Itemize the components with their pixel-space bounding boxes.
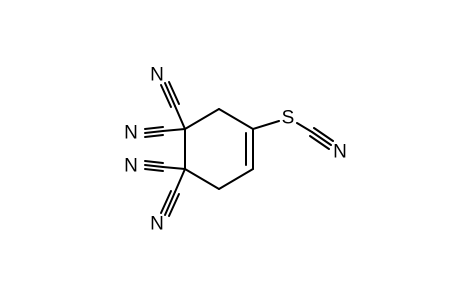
bond-cn1-triple-b	[160, 84, 172, 108]
nitrile-bonds	[144, 81, 186, 217]
bond-scn-triple-a	[311, 131, 332, 146]
bond-c1-cn2	[162, 128, 186, 132]
bond-s-c	[296, 122, 313, 133]
atom-label-n1: N	[150, 65, 164, 86]
bond-scn-triple-c	[309, 135, 330, 150]
atom-label-sulfur: S	[282, 108, 295, 129]
bond-cn2-triple-c	[144, 134, 164, 138]
bond-cn4-triple-a	[164, 191, 176, 216]
bond-c2-c3	[218, 108, 254, 130]
bond-c4-c5	[218, 168, 254, 190]
bond-cn2-triple-b	[144, 126, 164, 130]
bond-c3-s	[252, 120, 280, 130]
atom-label-n3: N	[124, 156, 138, 177]
bond-cn1-triple-a	[164, 82, 176, 107]
thiocyanate-bonds	[252, 120, 334, 150]
bond-c1-cn1	[174, 105, 186, 130]
bond-cn3-triple-c	[144, 168, 164, 172]
bond-cn4-triple-b	[160, 190, 172, 214]
bond-cn1-triple-c	[168, 81, 180, 105]
bond-c6-cn3	[162, 166, 186, 170]
ring-bonds	[184, 108, 254, 190]
bond-cn4-triple-c	[168, 193, 180, 217]
atom-label-n2: N	[124, 123, 138, 144]
atom-label-n5: N	[333, 142, 347, 163]
bond-cn3-triple-a	[144, 164, 164, 168]
bond-c5-c6	[184, 168, 220, 190]
bond-cn3-triple-b	[144, 160, 164, 164]
bond-c6-cn4	[174, 168, 186, 193]
bond-scn-triple-b	[313, 127, 334, 142]
bond-c1-c2	[184, 108, 220, 130]
atom-label-n4: N	[150, 214, 164, 235]
bond-cn2-triple-a	[144, 130, 164, 134]
